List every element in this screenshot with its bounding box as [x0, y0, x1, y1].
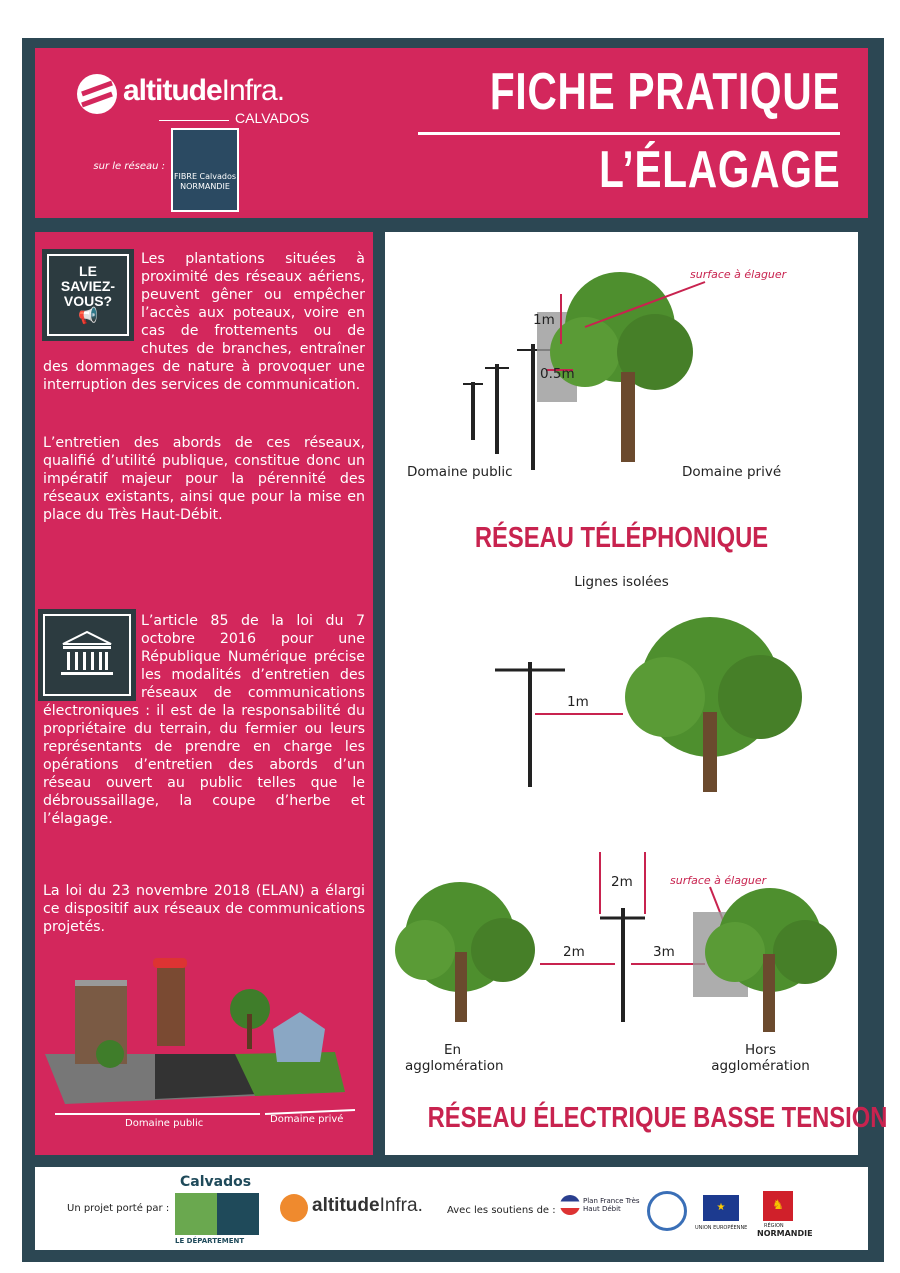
domaine-prive-label: Domaine privé [682, 464, 782, 480]
intro-paragraph: Les plantations situées à proximité des … [43, 250, 365, 394]
departement-text: LE DÉPARTEMENT [175, 1237, 245, 1245]
domaine-public-label: Domaine public [407, 464, 513, 480]
tree-telephone [537, 272, 693, 462]
saviez-line: VOUS? [63, 293, 113, 309]
calvados-logo-icon [175, 1193, 217, 1235]
fibre-logo-text: FIBRE Calvados NORMANDIE [173, 172, 237, 191]
le-saviez-vous-icon: LE SAVIEZ- VOUS? 📢 [42, 249, 134, 341]
hors-agglomeration-label: Hors agglomération [711, 1042, 810, 1074]
logo-brand: altitude [123, 74, 223, 107]
footer-altitude: altitude [312, 1195, 380, 1216]
left-panel: LE SAVIEZ- VOUS? 📢 Les plantations situé… [35, 232, 373, 1155]
network-label: sur le réseau : [93, 161, 165, 172]
footer-altitude-logo: altitudeInfra. [312, 1195, 423, 1217]
surface-elaguer-label-elec: surface à élaguer [670, 874, 767, 887]
tree-elec-left [395, 882, 535, 1022]
soutiens-label: Avec les soutiens de : [447, 1205, 556, 1216]
megaphone-icon: 📢 [78, 308, 98, 325]
title-line2: L’ÉLAGAGE [598, 141, 840, 199]
institution-icon [38, 609, 136, 701]
normandie-lions-icon: ♞ [763, 1191, 793, 1221]
distance-1m: 1m [533, 312, 555, 328]
illus-domaine-prive: Domaine privé [270, 1114, 344, 1125]
entretien-paragraph: L’entretien des abords de ces réseaux, q… [43, 435, 365, 523]
intro-text: Les plantations situées à proximité des … [43, 251, 365, 393]
elan-paragraph: La loi du 23 novembre 2018 (ELAN) a élar… [43, 883, 365, 935]
pole-elec [600, 908, 645, 1022]
en-agglomeration-label: En agglomération [405, 1042, 504, 1074]
surface-elaguer-label: surface à élaguer [690, 268, 787, 281]
saviez-line: LE [79, 263, 97, 279]
article-text: L’article 85 de la loi du 7 octobre 2016… [43, 613, 365, 827]
illus-domaine-public: Domaine public [125, 1118, 204, 1129]
title-divider [418, 132, 840, 135]
distance-isolees-1m: 1m [567, 694, 589, 710]
distance-0-5m: 0.5m [540, 366, 575, 382]
tree-isolees [495, 617, 802, 792]
saviez-line: SAVIEZ- [60, 278, 116, 294]
lignes-isolees-label: Lignes isolées [574, 574, 669, 590]
logo-divider [159, 120, 229, 121]
normandie-text: NORMANDIE [757, 1229, 813, 1238]
altitude-logo-icon [77, 74, 117, 114]
title-line1: FICHE PRATIQUE [489, 63, 840, 121]
footer-infra: Infra. [379, 1195, 423, 1216]
logo-region: CALVADOS [235, 110, 310, 126]
footer: Un projet porté par : Calvados LE DÉPART… [35, 1167, 868, 1250]
calvados-logo-text: Calvados [180, 1174, 252, 1190]
reseau-electrique-heading: RÉSEAU ÉLECTRIQUE BASSE TENSION [427, 1102, 888, 1134]
article-paragraph: L’article 85 de la loi du 7 octobre 2016… [43, 612, 365, 828]
plan-france-icon [560, 1195, 580, 1215]
distance-2m-left: 2m [563, 944, 585, 960]
right-panel: surface à élaguer 1m 0.5m Domaine public… [385, 232, 888, 1155]
region-text: RÉGION [764, 1223, 784, 1229]
distance-2m-top: 2m [611, 874, 633, 890]
telephone-poles [463, 344, 551, 470]
reseau-telephonique-heading: RÉSEAU TÉLÉPHONIQUE [474, 522, 769, 554]
fibre-calvados-logo: FIBRE Calvados NORMANDIE [171, 128, 239, 212]
diagrams-svg [395, 272, 837, 1032]
tree-elec-right [693, 888, 837, 1032]
eu-flag-icon: ★ [703, 1195, 739, 1221]
header: altitudeInfra. CALVADOS sur le réseau : … [35, 48, 868, 218]
altitude-footer-icon [280, 1194, 308, 1222]
city-illustration: Domaine public Domaine privé [45, 944, 365, 1134]
plan-france-text: Plan France Très Haut Débit [583, 1197, 640, 1213]
altitude-logo: altitudeInfra. [123, 74, 285, 108]
porte-par-label: Un projet porté par : [67, 1203, 170, 1214]
calvados-logo-wave-icon [217, 1193, 259, 1235]
ue-text: UNION EUROPÉENNE [695, 1225, 748, 1231]
distance-3m-right: 3m [653, 944, 675, 960]
logo-brand-infra: Infra. [221, 74, 285, 107]
marianne-seal-icon [647, 1191, 687, 1231]
